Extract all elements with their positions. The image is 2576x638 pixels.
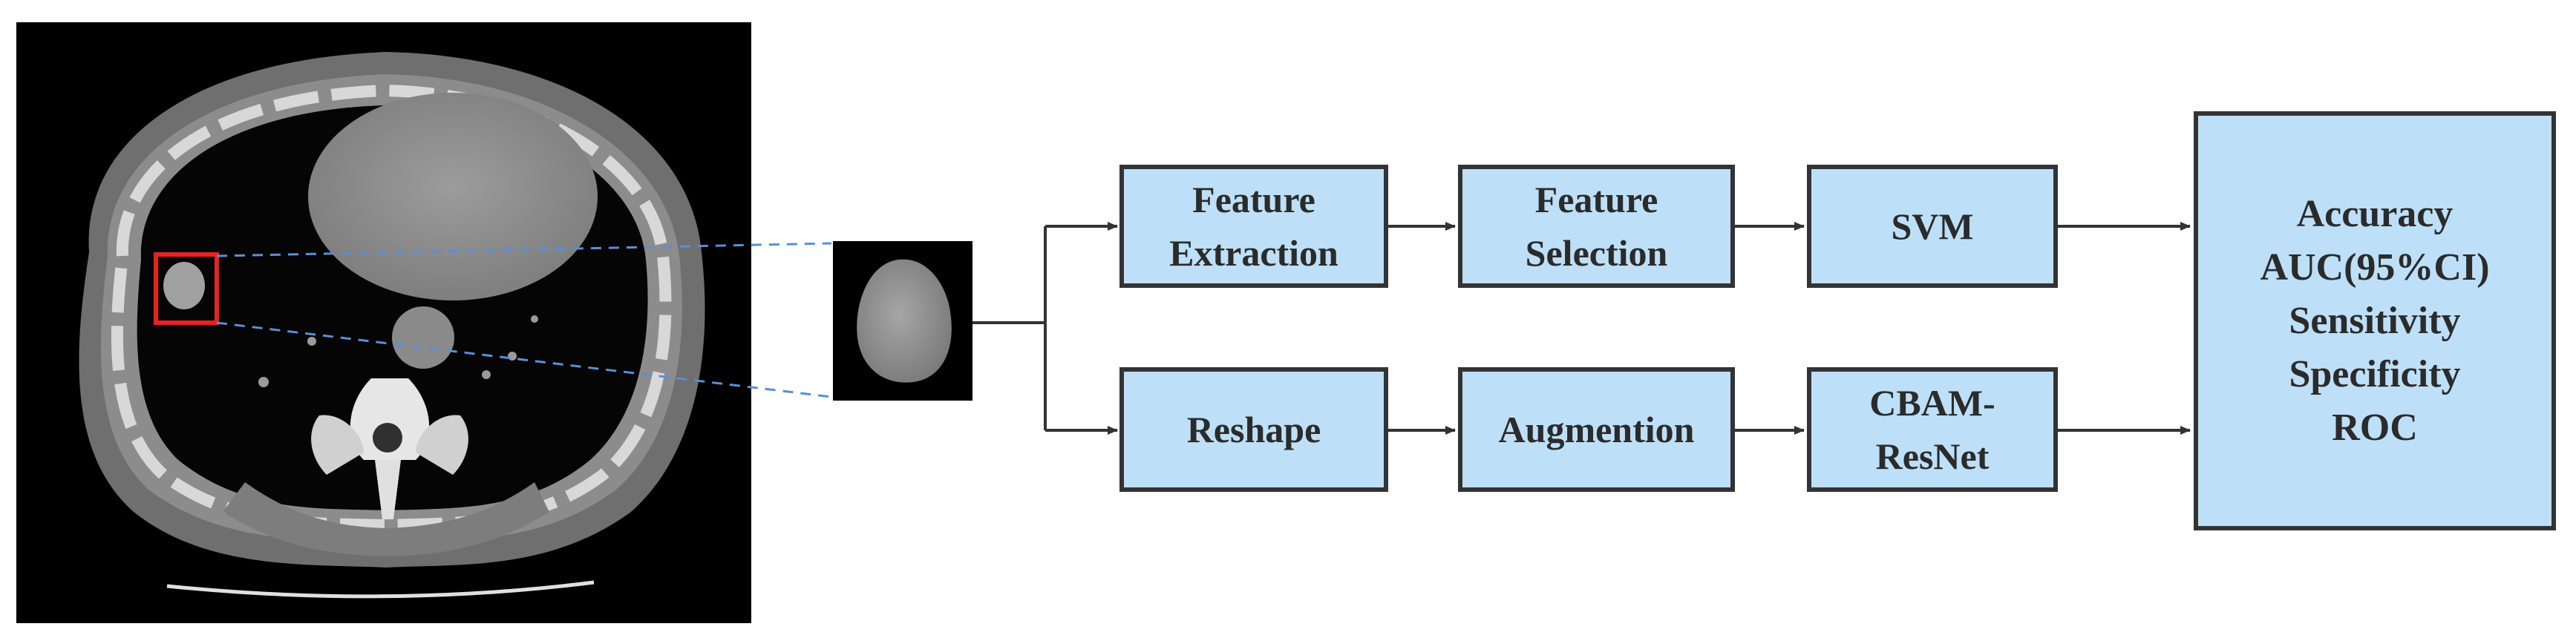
- metric-specificity: Specificity: [2289, 352, 2461, 395]
- cbam-resnet-label-line1: CBAM-: [1869, 382, 1995, 424]
- feature-extraction-box: Feature Extraction: [1119, 165, 1388, 288]
- metric-auc: AUC(95%CI): [2260, 246, 2490, 289]
- svm-box: SVM: [1807, 165, 2058, 288]
- feature-extraction-label-line2: Extraction: [1169, 232, 1338, 274]
- metric-roc: ROC: [2332, 406, 2418, 449]
- zoom-line-top: [216, 242, 832, 257]
- metric-sensitivity: Sensitivity: [2289, 299, 2461, 342]
- feature-selection-label-line2: Selection: [1525, 232, 1668, 274]
- augmention-box: Augmention: [1458, 367, 1735, 492]
- branch-connectors: [972, 222, 1118, 435]
- ct-scan-image: [16, 22, 751, 623]
- svm-label: SVM: [1891, 205, 1974, 247]
- reshape-label: Reshape: [1186, 409, 1321, 450]
- ct-rib-ring: [111, 84, 672, 532]
- evaluation-metrics-box: Accuracy AUC(95%CI) Sensitivity Specific…: [2194, 111, 2556, 530]
- reshape-box: Reshape: [1119, 367, 1388, 492]
- ct-lung-vessels: [258, 315, 538, 387]
- ct-aorta: [392, 306, 454, 369]
- flow-arrows: [1388, 222, 2191, 435]
- feature-selection-box: Feature Selection: [1458, 165, 1735, 288]
- feature-extraction-label-line1: Feature: [1192, 179, 1315, 220]
- feature-selection-label-line1: Feature: [1534, 179, 1658, 220]
- roi-crop-nodule: [857, 259, 952, 383]
- augmention-label: Augmention: [1498, 409, 1695, 450]
- ct-heart: [308, 93, 598, 300]
- ct-table-curve: [166, 580, 595, 599]
- roi-crop-image: [833, 241, 972, 401]
- cbam-resnet-label-line2: ResNet: [1875, 435, 1990, 477]
- metric-accuracy: Accuracy: [2296, 192, 2454, 235]
- ct-back-muscle: [223, 482, 549, 556]
- roi-box: [154, 252, 219, 325]
- ct-nodule: [163, 262, 205, 309]
- ct-vertebra: [311, 378, 468, 519]
- cbam-resnet-box: CBAM- ResNet: [1807, 367, 2058, 492]
- zoom-line-bottom: [216, 321, 832, 398]
